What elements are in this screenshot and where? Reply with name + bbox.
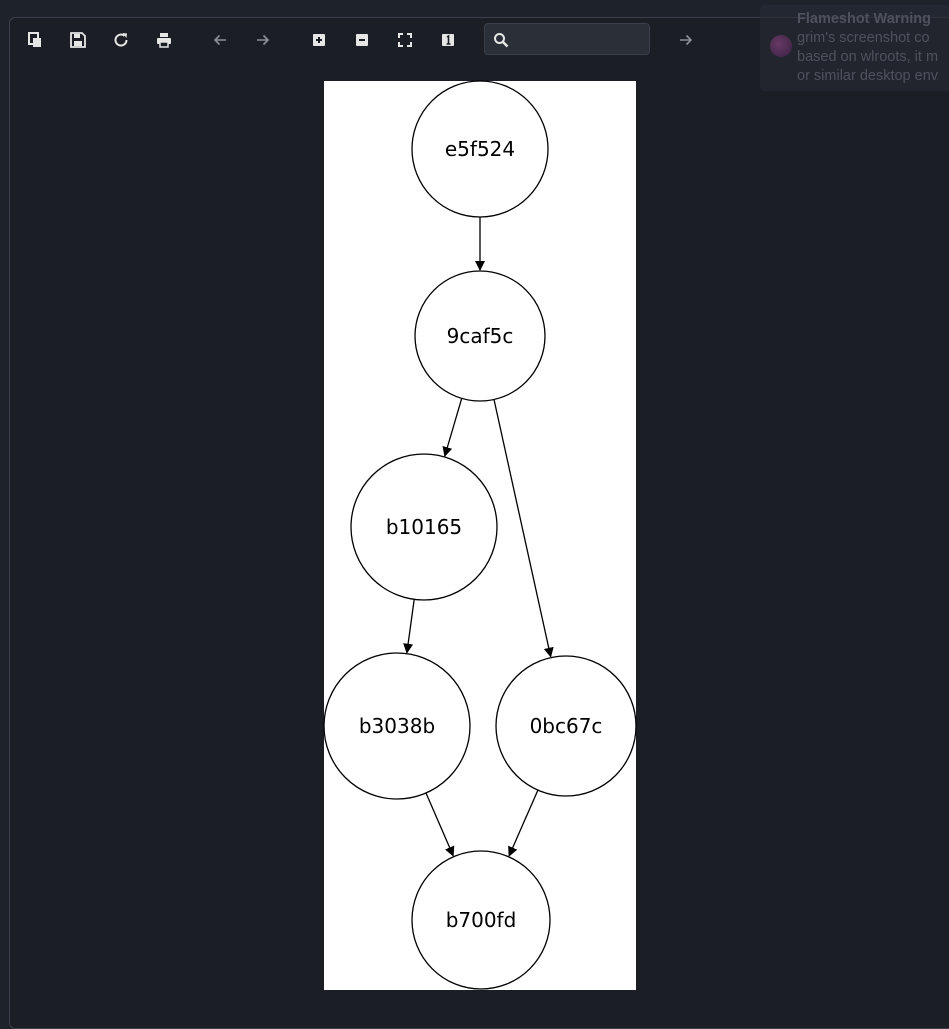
flameshot-warning-notification[interactable]: Flameshot Warning grim's screenshot co b… xyxy=(760,5,949,91)
toolbar xyxy=(10,18,770,62)
copy-icon xyxy=(28,32,41,47)
graph-edge-b10165-b3038b xyxy=(403,599,415,654)
notification-line: based on wlroots, it m xyxy=(797,49,939,65)
graph-node-label: b700fd xyxy=(446,908,517,932)
graph-node-b3038b: b3038b xyxy=(323,652,471,800)
fullscreen-icon xyxy=(398,33,412,47)
graph-node-circle xyxy=(411,80,549,218)
graph-node-label: b3038b xyxy=(359,714,435,738)
search-icon xyxy=(494,33,509,48)
reload-button[interactable] xyxy=(109,28,133,52)
search-field[interactable] xyxy=(484,23,650,55)
graph-node-label: b10165 xyxy=(386,515,462,539)
arrow-right-icon xyxy=(680,34,693,46)
graph-node-circle xyxy=(323,652,471,800)
graph-node-b700fd: b700fd xyxy=(411,850,551,990)
graph-node-circle xyxy=(411,850,551,990)
zoom-out-button[interactable] xyxy=(350,28,374,52)
zoom-out-icon xyxy=(356,34,368,46)
graph-node-e5f524: e5f524 xyxy=(411,80,549,218)
notification-title: Flameshot Warning xyxy=(797,11,931,27)
graph-node-circle xyxy=(414,270,546,402)
forward-button[interactable] xyxy=(251,28,275,52)
graph-edge-9caf5c-0bc67c xyxy=(493,399,554,658)
save-icon xyxy=(70,32,86,48)
notification-line: grim's screenshot co xyxy=(797,30,930,46)
graph-node-label: 0bc67c xyxy=(530,714,603,738)
actual-size-icon xyxy=(442,34,454,46)
graph-node-circle xyxy=(350,453,498,601)
print-button[interactable] xyxy=(152,28,176,52)
graph-node-b10165: b10165 xyxy=(350,453,498,601)
arrow-left-icon xyxy=(213,34,226,46)
actual-size-button[interactable] xyxy=(436,28,460,52)
reload-icon xyxy=(114,33,128,47)
copy-button[interactable] xyxy=(23,28,47,52)
search-input[interactable] xyxy=(515,27,647,53)
graph-node-circle xyxy=(495,655,637,797)
graph-node-label: 9caf5c xyxy=(447,324,514,348)
flameshot-logo-icon xyxy=(770,35,792,57)
notification-line: or similar desktop env xyxy=(797,68,939,84)
graph-edge-b3038b-b700fd xyxy=(425,792,455,857)
print-icon xyxy=(157,33,171,48)
graph-node-0bc67c: 0bc67c xyxy=(495,655,637,797)
save-button[interactable] xyxy=(66,28,90,52)
arrow-right-icon xyxy=(257,34,270,46)
graph-node-9caf5c: 9caf5c xyxy=(414,270,546,402)
search-next-button[interactable] xyxy=(674,28,698,52)
graph-edge-9caf5c-b10165 xyxy=(442,398,463,457)
zoom-in-icon xyxy=(313,34,325,46)
zoom-in-button[interactable] xyxy=(307,28,331,52)
graph-node-label: e5f524 xyxy=(445,137,515,161)
back-button[interactable] xyxy=(208,28,232,52)
fit-window-button[interactable] xyxy=(393,28,417,52)
graph-edge-0bc67c-b700fd xyxy=(508,789,539,857)
